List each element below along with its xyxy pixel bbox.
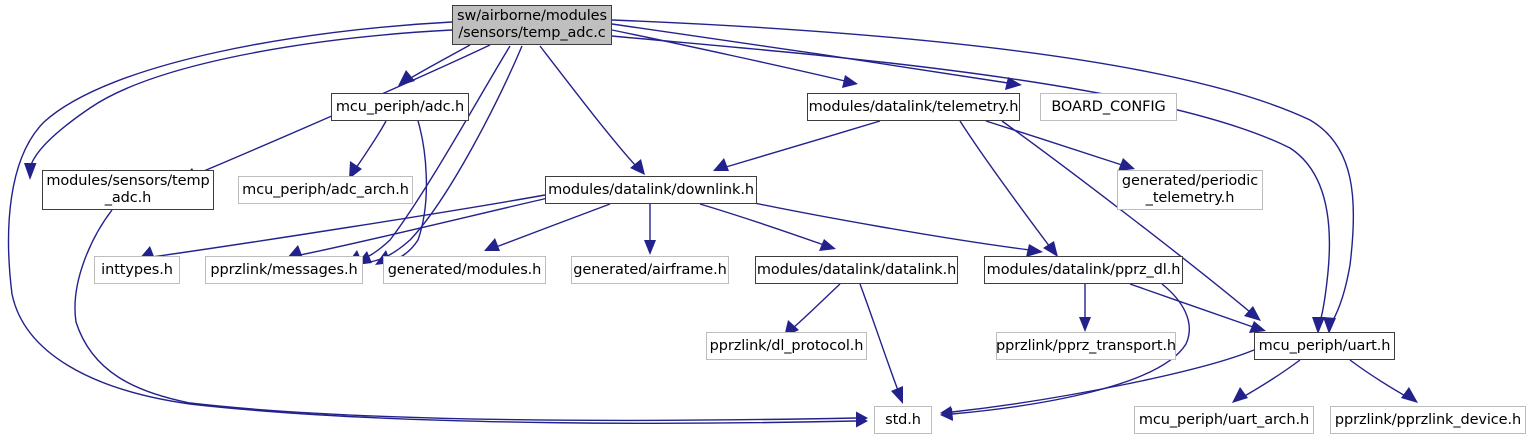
edge-pprz_dl-h-to-pprz_transport-h <box>1079 284 1091 332</box>
node-label: sw/airborne/modules /sensors/temp_adc.c <box>457 8 607 41</box>
node-modules-datalink-telemetry-h[interactable]: modules/datalink/telemetry.h <box>807 93 1020 121</box>
edge-downlink-h-to-generated_modules-h <box>484 203 611 251</box>
node-label: generated/periodic _telemetry.h <box>1121 173 1259 206</box>
node-mcu_periph-uart_arch-h[interactable]: mcu_periph/uart_arch.h <box>1134 406 1314 434</box>
node-pprzlink-pprzlink_device-h[interactable]: pprzlink/pprzlink_device.h <box>1330 406 1526 434</box>
edge-telemetry-h-to-downlink-h <box>713 120 881 171</box>
node-mcu_periph-uart-h[interactable]: mcu_periph/uart.h <box>1254 332 1395 360</box>
node-label: BOARD_CONFIG <box>1051 98 1166 115</box>
node-label: mcu_periph/adc.h <box>335 98 465 115</box>
edge-pprz_dl-h-to-uart-h <box>1129 283 1266 333</box>
edge-root-to-uart-h-inner <box>611 35 1331 334</box>
edge-downlink-h-to-inttypes-h <box>139 194 546 259</box>
edge-telemetry-h-to-periodic_telemetry-h <box>985 120 1135 171</box>
node-label: mcu_periph/adc_arch.h <box>242 181 409 198</box>
node-modules-datalink-pprz_dl-h[interactable]: modules/datalink/pprz_dl.h <box>984 256 1183 284</box>
edge-root-to-telemetry-h <box>611 29 858 88</box>
node-label: mcu_periph/uart_arch.h <box>1138 411 1310 428</box>
node-label: pprzlink/pprz_transport.h <box>995 337 1177 354</box>
node-label: pprzlink/messages.h <box>210 261 358 278</box>
node-label: modules/datalink/datalink.h <box>756 261 957 278</box>
node-pprzlink-messages-h[interactable]: pprzlink/messages.h <box>205 256 363 284</box>
edge-root-to-temp_adc-h <box>24 29 453 180</box>
edge-downlink-h-to-datalink-h <box>699 203 836 251</box>
node-label: std.h <box>885 411 921 428</box>
node-sw-airborne-modules-sensors-temp_adc-c[interactable]: sw/airborne/modules /sensors/temp_adc.c <box>452 5 612 45</box>
node-generated-periodic_telemetry-h[interactable]: generated/periodic _telemetry.h <box>1117 170 1263 210</box>
edge-root-to-std-h-outer <box>7 21 868 428</box>
node-label: modules/datalink/downlink.h <box>548 181 754 198</box>
node-mcu_periph-adc_arch-h[interactable]: mcu_periph/adc_arch.h <box>238 176 413 204</box>
edge-downlink-h-to-generated_airframe-h <box>644 204 656 255</box>
node-modules-sensors-temp_adc-h[interactable]: modules/sensors/temp _adc.h <box>42 170 214 210</box>
edge-telemetry-h-to-pprz_dl-h <box>959 120 1058 257</box>
node-pprzlink-dl_protocol-h[interactable]: pprzlink/dl_protocol.h <box>706 332 867 360</box>
node-pprzlink-pprz_transport-h[interactable]: pprzlink/pprz_transport.h <box>996 332 1176 360</box>
node-label: pprzlink/dl_protocol.h <box>709 337 864 354</box>
node-mcu_periph-adc-h[interactable]: mcu_periph/adc.h <box>331 93 469 121</box>
node-label: pprzlink/pprzlink_device.h <box>1334 411 1522 428</box>
edge-downlink-h-to-pprz_dl-h <box>739 199 1043 257</box>
node-std-h[interactable]: std.h <box>874 406 932 434</box>
node-label: modules/datalink/pprz_dl.h <box>986 261 1181 278</box>
edge-uart-h-to-std-h <box>940 349 1255 419</box>
node-label: generated/modules.h <box>387 261 542 278</box>
edge-root-to-inttypes-h <box>347 45 511 264</box>
node-generated-airframe-h[interactable]: generated/airframe.h <box>571 256 729 284</box>
edge-temp_adc-h-to-std-h <box>74 209 868 425</box>
edge-root-to-adc-h <box>398 44 471 86</box>
edge-telemetry-h-to-uart-h <box>1001 120 1261 321</box>
edge-adc-h-to-adc_arch-h <box>349 120 387 179</box>
node-label: generated/airframe.h <box>573 261 727 278</box>
node-label: modules/sensors/temp _adc.h <box>46 173 210 206</box>
edge-uart-h-to-uart_arch-h <box>1232 359 1301 403</box>
node-label: inttypes.h <box>101 261 173 278</box>
edge-root-to-downlink-h <box>539 45 645 175</box>
edge-datalink-h-to-std-h <box>859 283 903 404</box>
edge-root-to-messages-h <box>356 45 523 265</box>
node-inttypes-h[interactable]: inttypes.h <box>94 256 180 284</box>
edge-datalink-h-to-dl_protocol-h <box>784 283 841 337</box>
node-modules-datalink-datalink-h[interactable]: modules/datalink/datalink.h <box>755 256 958 284</box>
node-label: modules/datalink/telemetry.h <box>808 98 1019 115</box>
edge-uart-h-to-pprzlink_device-h <box>1349 359 1418 403</box>
node-label: mcu_periph/uart.h <box>1258 337 1391 354</box>
edge-root-to-board-config <box>611 23 1022 90</box>
node-modules-datalink-downlink-h[interactable]: modules/datalink/downlink.h <box>545 176 757 204</box>
node-board-config[interactable]: BOARD_CONFIG <box>1040 93 1177 121</box>
edge-root-to-uart-h-outer <box>611 19 1355 334</box>
node-generated-modules-h[interactable]: generated/modules.h <box>383 256 546 284</box>
edge-downlink-h-to-messages-h <box>287 197 549 258</box>
